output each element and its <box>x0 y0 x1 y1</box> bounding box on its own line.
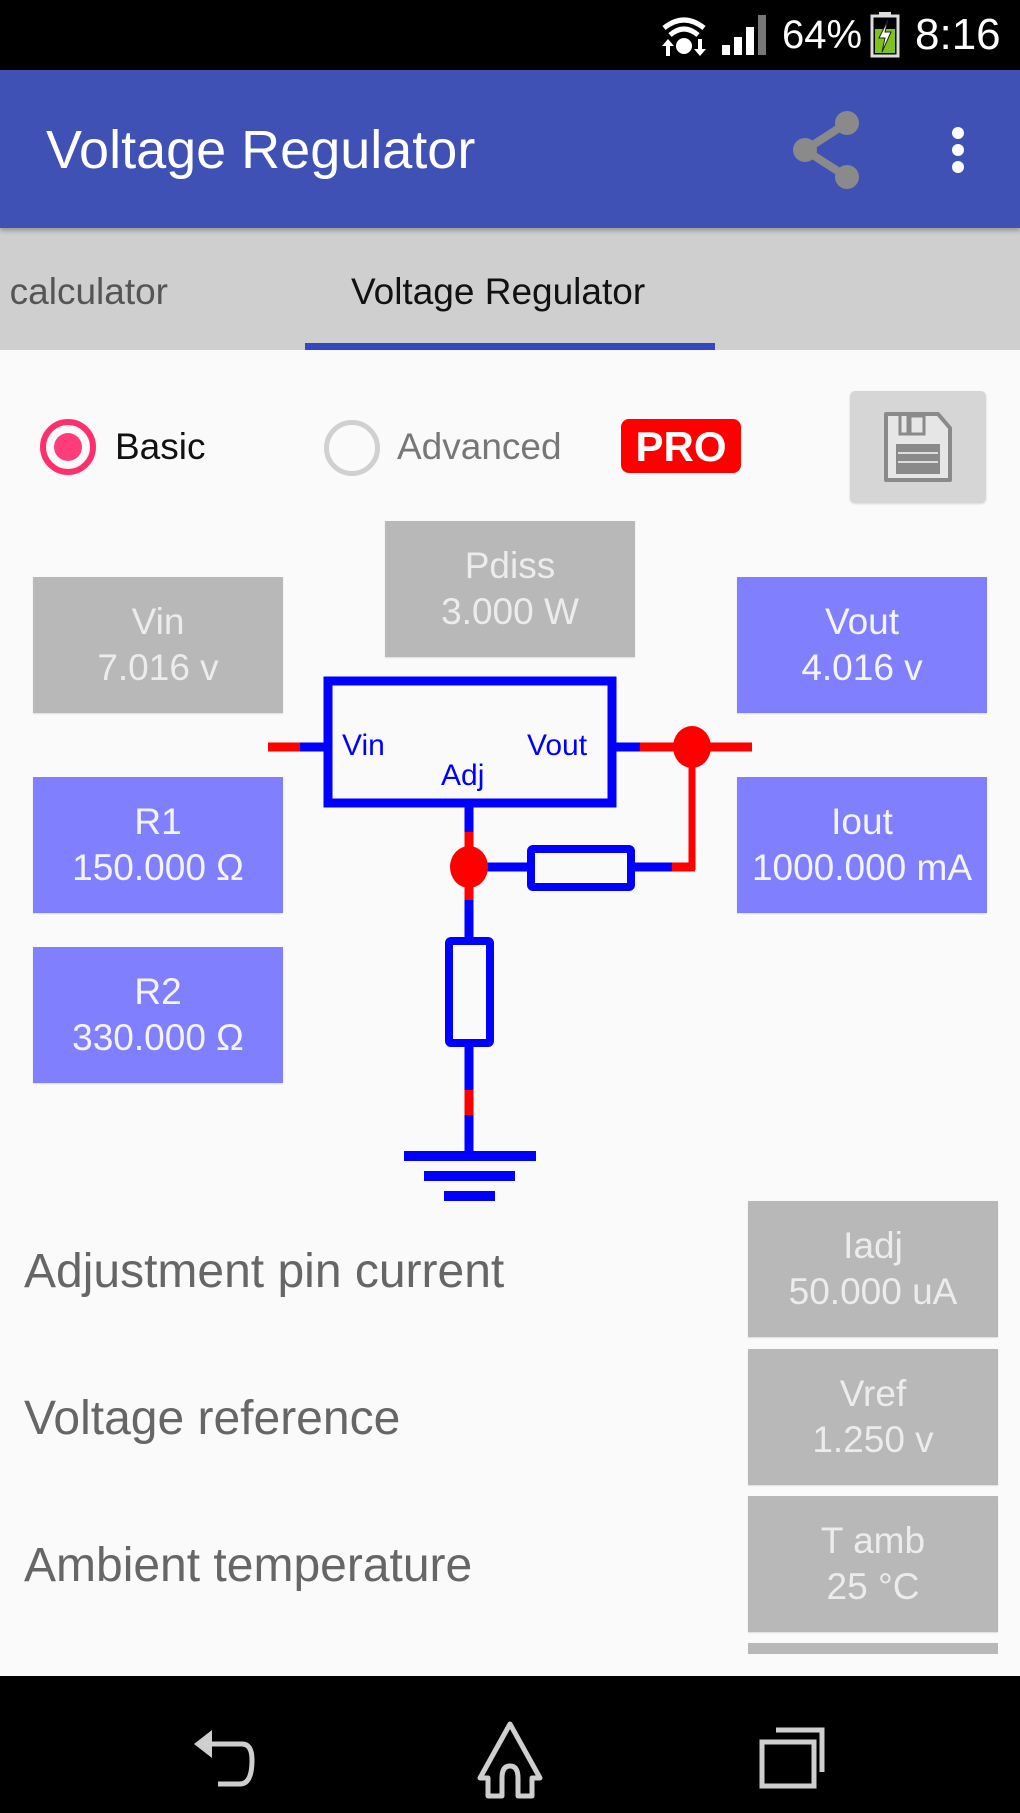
r1-name: R1 <box>134 801 182 842</box>
radio-advanced-label[interactable]: Advanced <box>397 426 562 467</box>
clock: 8:16 <box>915 10 1001 59</box>
vout-box[interactable]: Vout 4.016 v <box>737 577 987 713</box>
pin-label-adj: Adj <box>441 759 485 792</box>
radio-selected-dot <box>54 433 82 461</box>
pdiss-value: 3.000 W <box>441 591 579 632</box>
iout-name: Iout <box>831 801 893 842</box>
home-icon[interactable] <box>474 1720 546 1800</box>
vout-name: Vout <box>824 601 900 642</box>
tab-bar: calculator Voltage Regulator <box>0 228 1020 350</box>
iout-value: 1000.000 mA <box>751 847 973 888</box>
radio-advanced[interactable] <box>324 420 380 476</box>
overflow-menu-icon[interactable] <box>938 110 978 190</box>
vin-value: 7.016 v <box>97 647 219 688</box>
recents-icon[interactable] <box>756 1726 828 1790</box>
pro-badge: PRO <box>621 419 741 473</box>
battery-charging-icon <box>870 12 900 58</box>
pdiss-name: Pdiss <box>464 545 556 586</box>
radio-basic[interactable] <box>40 419 96 475</box>
share-icon[interactable] <box>784 100 868 200</box>
app-title: Voltage Regulator <box>46 120 476 180</box>
r2-name: R2 <box>134 971 182 1012</box>
vin-box[interactable]: Vin 7.016 v <box>33 577 283 713</box>
signal-icon <box>722 15 766 55</box>
partial-value-box <box>748 1643 998 1654</box>
tab-calculator[interactable]: calculator <box>9 271 168 312</box>
tamb-value: 25 °C <box>826 1566 920 1607</box>
app-bar: Voltage Regulator <box>0 70 1020 228</box>
status-bar: 64% 8:16 <box>0 0 1020 70</box>
tamb-box[interactable]: T amb 25 °C <box>748 1496 998 1632</box>
battery-percent: 64% <box>782 13 863 57</box>
floppy-disk-icon <box>884 412 952 482</box>
radio-basic-label[interactable]: Basic <box>115 426 206 467</box>
param-label-iadj: Adjustment pin current <box>24 1245 505 1298</box>
pin-label-vin: Vin <box>342 729 385 762</box>
vref-name: Vref <box>839 1373 907 1414</box>
iadj-box[interactable]: Iadj 50.000 uA <box>748 1201 998 1337</box>
tab-voltage-regulator[interactable]: Voltage Regulator <box>351 271 646 312</box>
r2-value: 330.000 Ω <box>72 1017 244 1058</box>
r1-value: 150.000 Ω <box>72 847 244 888</box>
iout-box[interactable]: Iout 1000.000 mA <box>737 777 987 913</box>
wifi-icon <box>662 17 706 56</box>
vout-value: 4.016 v <box>801 647 923 688</box>
vref-value: 1.250 v <box>812 1419 934 1460</box>
param-label-tamb: Ambient temperature <box>24 1539 473 1592</box>
param-label-vref: Voltage reference <box>24 1392 401 1445</box>
r2-box[interactable]: R2 330.000 Ω <box>33 947 283 1083</box>
tab-indicator <box>305 343 715 350</box>
save-button[interactable] <box>850 391 986 503</box>
pdiss-box[interactable]: Pdiss 3.000 W <box>385 521 635 657</box>
iadj-value: 50.000 uA <box>788 1271 958 1312</box>
navigation-bar <box>0 1676 1020 1813</box>
pin-label-vout: Vout <box>527 729 588 762</box>
r1-box[interactable]: R1 150.000 Ω <box>33 777 283 913</box>
vref-box[interactable]: Vref 1.250 v <box>748 1349 998 1485</box>
tamb-name: T amb <box>820 1520 926 1561</box>
iadj-name: Iadj <box>843 1225 903 1266</box>
vin-name: Vin <box>131 601 185 642</box>
back-icon[interactable] <box>190 1726 266 1790</box>
